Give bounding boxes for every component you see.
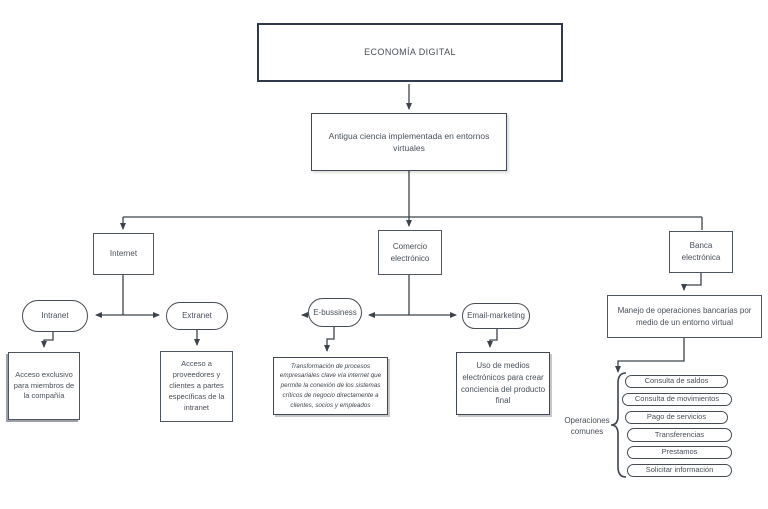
node-email-marketing: Email-marketing xyxy=(462,303,530,329)
operation-transferencias: Transferencias xyxy=(627,428,732,442)
operation-pago-servicios: Pago de servicios xyxy=(625,411,728,424)
operation-consulta-movimientos: Consulta de movimientos xyxy=(622,393,732,406)
operation-solicitar-informacion: Solicitar información xyxy=(627,464,732,477)
operation-consulta-saldos: Consulta de saldos xyxy=(625,375,728,388)
node-intranet: Intranet xyxy=(22,300,88,332)
desc-e-bussiness: Transformación de procesos empresariales… xyxy=(273,357,388,415)
desc-banca-electronica: Manejo de operaciones bancarias por medi… xyxy=(607,295,762,338)
node-e-bussiness: E-bussiness xyxy=(308,298,362,327)
desc-extranet: Acceso a proveedores y clientes a partes… xyxy=(160,351,233,422)
label-operaciones-comunes: Operaciones comunes xyxy=(564,416,610,437)
desc-email-marketing: Uso de medios electrónicos para crear co… xyxy=(456,352,550,415)
desc-intranet: Acceso exclusivo para miembros de la com… xyxy=(8,352,80,420)
node-comercio-electronico: Comercio electrónico xyxy=(378,230,442,275)
node-internet: Internet xyxy=(93,233,154,275)
operation-prestamos: Prestamos xyxy=(627,446,732,459)
node-economia-digital: ECONOMÍA DIGITAL xyxy=(257,23,563,82)
node-definition: Antigua ciencia implementada en entornos… xyxy=(311,113,507,171)
node-extranet: Extranet xyxy=(166,302,228,330)
node-banca-electronica: Banca electrónica xyxy=(669,231,733,273)
